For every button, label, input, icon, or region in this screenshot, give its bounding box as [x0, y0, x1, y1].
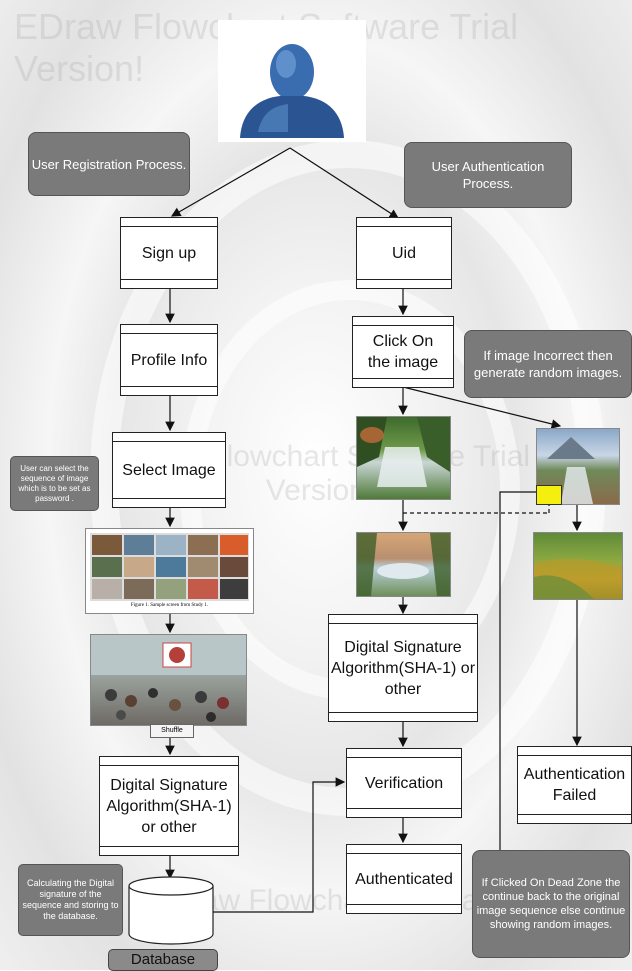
- registration-note: User Registration Process.: [28, 132, 190, 196]
- dead-zone-marker[interactable]: [536, 485, 562, 505]
- lake-photo: [356, 532, 451, 597]
- database-cylinder: [128, 876, 214, 945]
- sample-screen-caption: Figure 1. Sample screen from Study 1.: [130, 603, 209, 608]
- dead-zone-note: If Clicked On Dead Zone the continue bac…: [472, 850, 630, 958]
- left-dsa-box: Digital Signature Algorithm(SHA-1) or ot…: [99, 756, 239, 856]
- sample-screen-image: Figure 1. Sample screen from Study 1.: [85, 528, 254, 614]
- crowd-photo: [90, 634, 247, 726]
- calc-hint-note: Calculating the Digital signature of the…: [18, 864, 123, 936]
- shuffle-button[interactable]: Shuffle: [150, 724, 194, 738]
- authenticated-box: Authenticated: [346, 844, 462, 914]
- auth-failed-box: Authentication Failed: [517, 746, 632, 824]
- authentication-note: User Authentication Process.: [404, 142, 572, 208]
- signup-box: Sign up: [120, 217, 218, 289]
- click-image-box: Click On the image: [352, 316, 454, 388]
- uid-box: Uid: [356, 217, 452, 289]
- right-dsa-box: Digital Signature Algorithm(SHA-1) or ot…: [328, 614, 478, 722]
- profile-info-box: Profile Info: [120, 324, 218, 396]
- mountain-waterfall-photo: [536, 428, 620, 505]
- select-hint-note: User can select the sequence of image wh…: [10, 456, 99, 511]
- user-icon: [218, 20, 366, 142]
- database-label: Database: [108, 949, 218, 971]
- verification-box: Verification: [346, 748, 462, 818]
- incorrect-image-note: If image Incorrect then generate random …: [464, 330, 632, 398]
- waterfall-photo: [356, 416, 451, 500]
- select-image-box: Select Image: [112, 432, 226, 508]
- field-photo: [533, 532, 623, 600]
